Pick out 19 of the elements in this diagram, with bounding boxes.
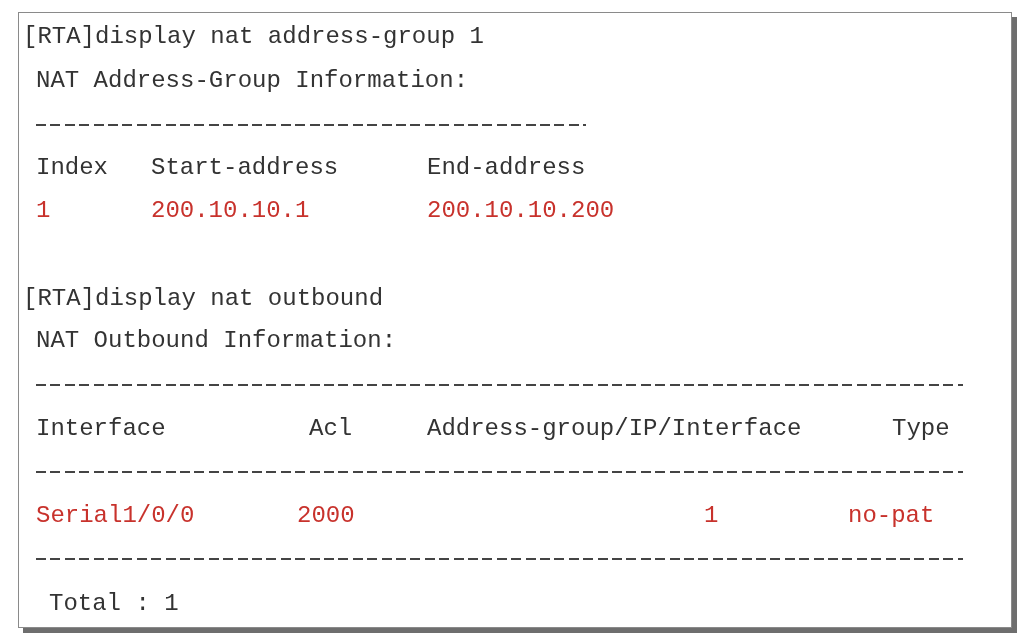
- output-text: NAT Outbound Information:: [36, 327, 397, 355]
- table-value: 200.10.10.200: [427, 197, 615, 225]
- output-text: Acl: [309, 415, 353, 443]
- output-text: Start-address: [151, 154, 339, 182]
- table-value: Serial1/0/0: [36, 502, 195, 530]
- command-line: [RTA]display nat address-group 1: [23, 23, 484, 51]
- output-text: Address-group/IP/Interface: [427, 415, 802, 443]
- table-value: no-pat: [848, 502, 935, 530]
- output-text: Total : 1: [49, 590, 179, 618]
- output-text: Interface: [36, 415, 166, 443]
- table-value: 2000: [297, 502, 355, 530]
- output-text: Index: [36, 154, 108, 182]
- table-value: 1: [36, 197, 51, 225]
- command-line: [RTA]display nat outbound: [23, 285, 384, 313]
- output-text: End-address: [427, 154, 586, 182]
- table-value: 200.10.10.1: [151, 197, 310, 225]
- output-text: NAT Address-Group Information:: [36, 67, 469, 95]
- table-value: 1: [704, 502, 719, 530]
- output-text: Type: [892, 415, 950, 443]
